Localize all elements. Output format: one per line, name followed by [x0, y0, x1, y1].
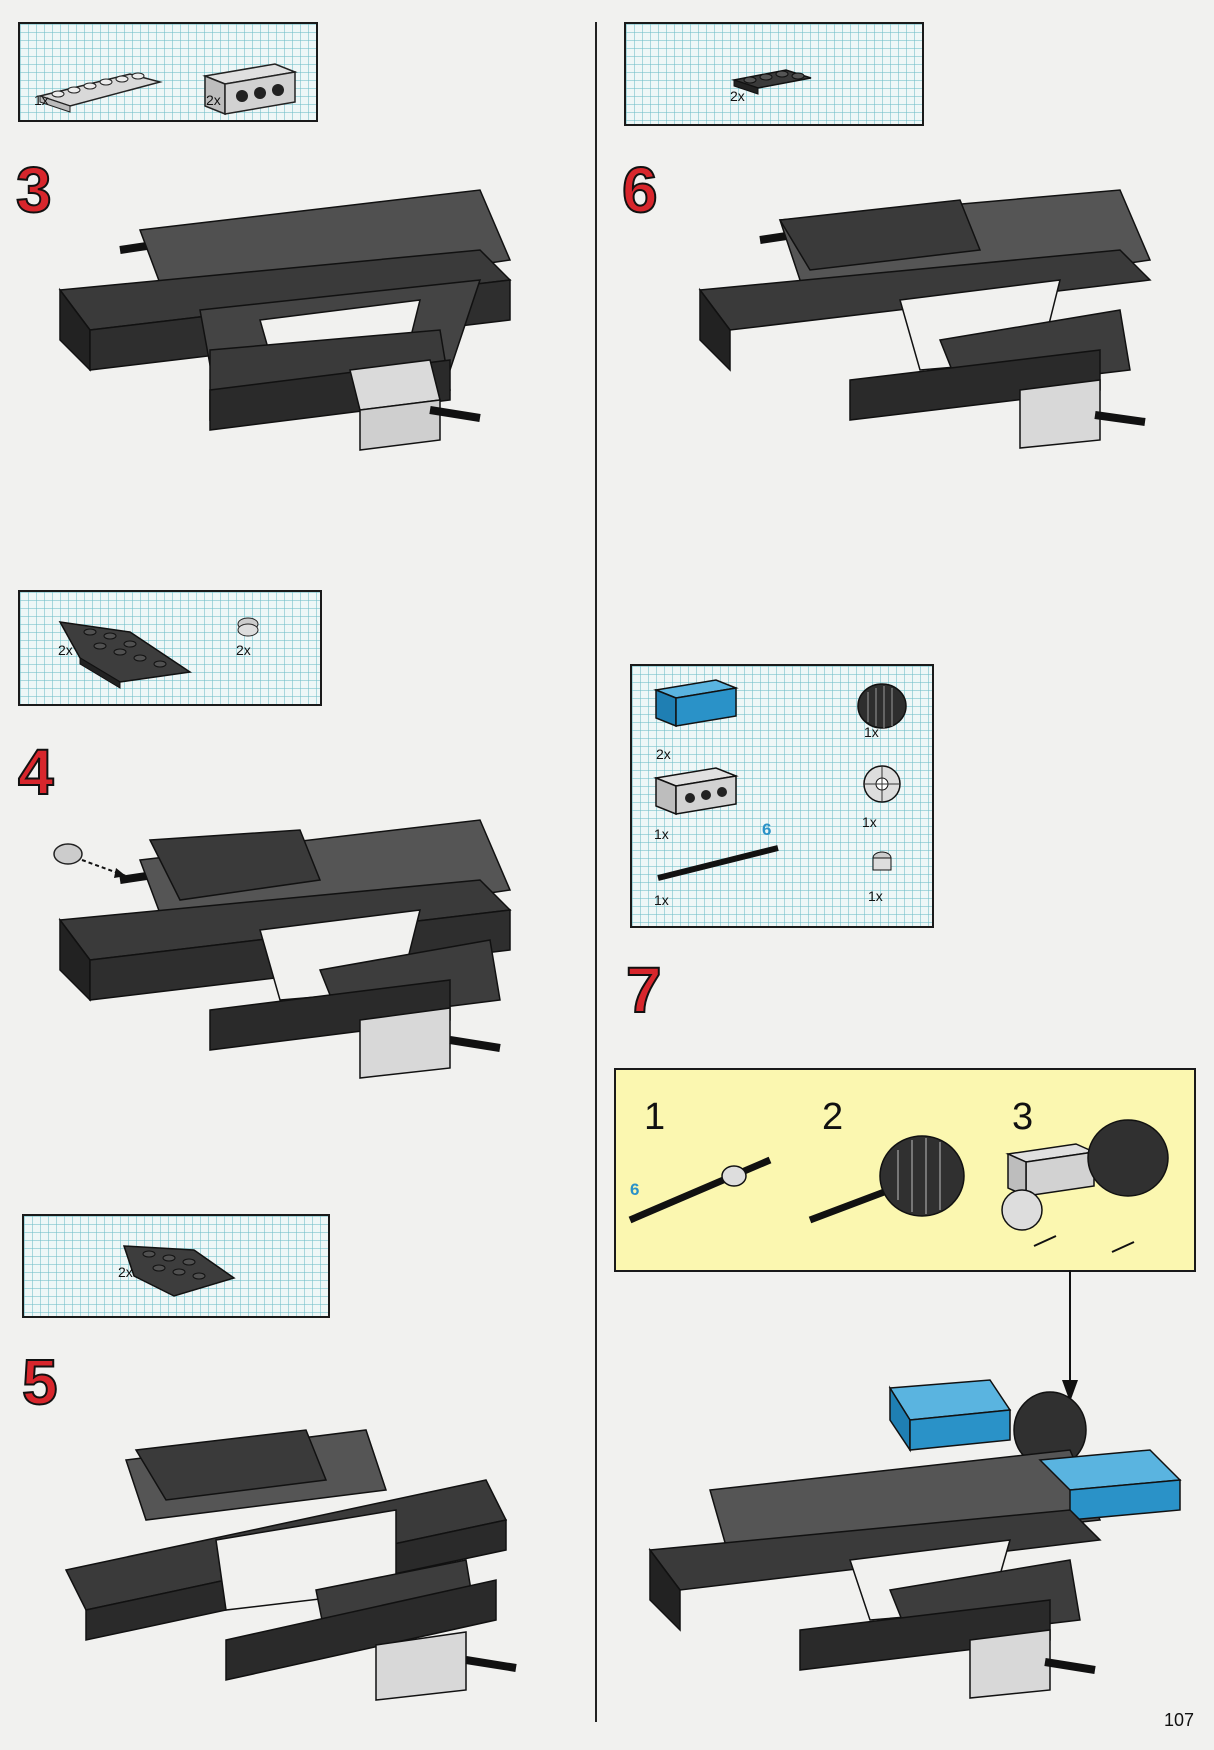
blue-brick-1x4-icon [653, 679, 739, 728]
bush-icon [872, 851, 892, 871]
part-qty: 1x [864, 724, 879, 740]
axle-length-label: 6 [762, 820, 772, 839]
wedge-plate-icon [58, 621, 193, 689]
technic-brick-1x4-icon [653, 767, 739, 816]
parts-box-step-7: 2x 1x 1x 1x 1x 1x 6 [630, 664, 934, 928]
page-number: 107 [1164, 1710, 1195, 1730]
axle-length-label: 6 [630, 1180, 640, 1199]
part-qty: 2x [58, 642, 73, 658]
step-number: 3 [15, 154, 53, 226]
gear-icon [863, 765, 901, 803]
sub-step-number: 1 [644, 1096, 666, 1138]
part-qty: 1x [868, 888, 883, 904]
axle-with-tire-icon [808, 1135, 965, 1224]
axle-icon [657, 845, 779, 881]
parts-box-step-6: 2x [624, 22, 924, 126]
sub-step-number: 3 [1012, 1096, 1034, 1138]
parts-box-step-5: 2x [22, 1214, 330, 1318]
parts-box-step-4: 2x 2x [18, 590, 322, 706]
sub-assembly-callout: 1 2 3 6 [614, 1068, 1196, 1272]
down-arrow-icon [1062, 1270, 1078, 1402]
chassis-assembly-step-7 [648, 1379, 1182, 1699]
technic-brick-1x4-icon [202, 63, 298, 116]
plate-1x4-icon [731, 69, 812, 95]
part-qty: 2x [730, 88, 745, 104]
chassis-assembly-step-3 [58, 189, 512, 451]
part-qty: 2x [206, 92, 221, 108]
tire-icon [857, 683, 907, 729]
bush-arrow-icon [53, 843, 127, 878]
step-number: 4 [17, 736, 55, 808]
part-qty: 2x [118, 1264, 133, 1280]
sub-step-number: 2 [822, 1096, 844, 1138]
step-number: 7 [625, 954, 663, 1026]
part-qty: 1x [654, 892, 669, 908]
wedge-plate-icon [122, 1245, 236, 1297]
axle-with-bush-icon [628, 1156, 772, 1224]
part-qty: 2x [656, 746, 671, 762]
part-qty: 2x [236, 642, 251, 658]
bush-icon [237, 617, 259, 637]
part-qty: 1x [34, 92, 49, 108]
part-qty: 1x [654, 826, 669, 842]
chassis-assembly-step-5 [64, 1429, 517, 1701]
part-qty: 1x [862, 814, 877, 830]
plate-1x6-icon [37, 72, 163, 113]
step-number: 5 [21, 1346, 59, 1418]
column-divider [595, 22, 597, 1722]
tire-and-gear-assembly-icon [1001, 1119, 1169, 1253]
chassis-assembly-step-6 [698, 189, 1152, 449]
chassis-assembly-step-4 [58, 819, 512, 1079]
step-number: 6 [621, 154, 659, 226]
parts-box-step-3: 1x 2x [18, 22, 318, 122]
